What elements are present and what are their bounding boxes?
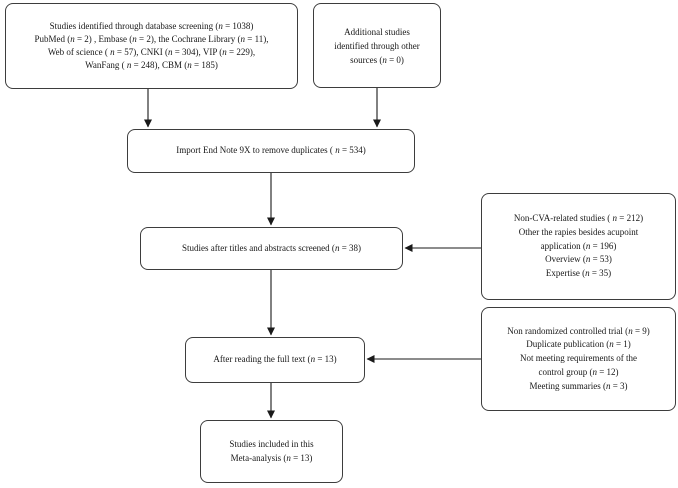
box-text-line: Not meeting requirements of the [520, 353, 637, 364]
box-text-line: PubMed (n = 2) , Embase (n = 2), the Coc… [34, 33, 269, 44]
box-remove-duplicates: Import End Note 9X to remove duplicates … [127, 129, 415, 173]
box-text-line: Expertise (n = 35) [545, 268, 612, 279]
box-text-line: Web of science ( n = 57), CNKI (n = 304)… [47, 47, 256, 57]
box-database-screening: Studies identified through database scre… [5, 3, 298, 89]
box-text-line: application (n = 196) [540, 240, 617, 251]
box-text-line: Additional studies [344, 26, 410, 37]
box-text-line: control group (n = 12) [538, 366, 619, 377]
box-text-line: Studies after titles and abstracts scree… [181, 242, 362, 253]
box-text-line: Overview (n = 53) [545, 254, 612, 265]
box-text-line: Studies included in this [229, 438, 314, 449]
box-text-line: Other the rapies besides acupoint [518, 226, 639, 237]
box-text-line: WanFang ( n = 248), CBM (n = 185) [85, 60, 218, 71]
box-text-line: Meta-analysis (n = 13) [230, 452, 313, 463]
box-text-line: sources (n = 0) [350, 54, 404, 65]
box-text-line: Duplicate publication (n = 1) [526, 339, 631, 350]
box-excluded-after-full-text: Non randomized controlled trial (n = 9) … [481, 307, 676, 411]
box-text-line: identified through other [334, 40, 420, 51]
box-additional-sources: Additional studies identified through ot… [313, 3, 441, 88]
box-text-line: Non randomized controlled trial (n = 9) [507, 325, 650, 336]
box-titles-abstracts-screened: Studies after titles and abstracts scree… [140, 227, 403, 270]
box-text-line: After reading the full text (n = 13) [213, 354, 337, 365]
box-text-line: Non-CVA-related studies ( n = 212) [513, 213, 644, 223]
box-excluded-after-screening: Non-CVA-related studies ( n = 212) Other… [481, 193, 676, 300]
box-full-text-reading: After reading the full text (n = 13) [185, 337, 365, 383]
box-included-meta-analysis: Studies included in this Meta-analysis (… [200, 420, 343, 483]
box-text-line: Import End Note 9X to remove duplicates … [176, 145, 366, 156]
box-text-line: Meeting summaries (n = 3) [529, 380, 628, 391]
box-text-line: Studies identified through database scre… [49, 20, 254, 31]
